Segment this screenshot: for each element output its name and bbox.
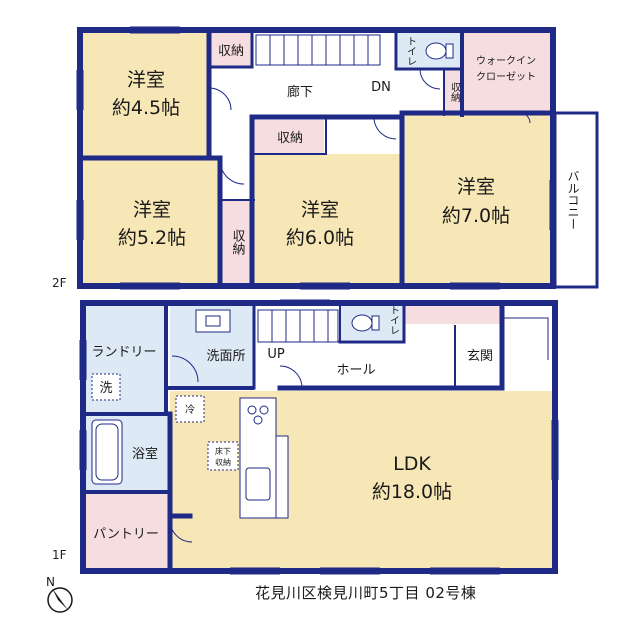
property-caption: 花見川区検見川町5丁目 02号棟 bbox=[255, 584, 477, 602]
floor-label-1f: 1F bbox=[52, 548, 67, 562]
room-western-4-name: 洋室 bbox=[457, 176, 495, 198]
closet-wic-floor bbox=[444, 69, 462, 115]
pantry-label: パントリー bbox=[93, 527, 159, 542]
closet-side-floor bbox=[220, 200, 254, 283]
room-western-5-2-floor bbox=[83, 160, 220, 283]
bathtub-icon bbox=[91, 419, 123, 485]
walkin-closet-label-2: クローゼット bbox=[476, 71, 536, 83]
entrance-label: 玄関 bbox=[467, 349, 493, 364]
closet-top-floor bbox=[209, 33, 252, 67]
balcony-rail bbox=[551, 111, 599, 289]
staircase-2f bbox=[255, 34, 381, 66]
walkin-closet-label-1: ウォークイン bbox=[476, 55, 536, 67]
walls-1f bbox=[80, 300, 558, 574]
toilet-fixture-2f-icon bbox=[425, 42, 454, 60]
compass-icon: N bbox=[46, 575, 73, 613]
down-label: DN bbox=[371, 80, 391, 95]
kitchen-counter bbox=[239, 397, 289, 519]
room-western-2-name: 洋室 bbox=[133, 199, 171, 221]
balcony-label: バルコニー bbox=[566, 170, 580, 230]
balcony-floor bbox=[553, 115, 597, 287]
closet-top-label: 収納 bbox=[218, 44, 244, 59]
washer-label: 洗 bbox=[99, 381, 112, 396]
walkin-closet-floor bbox=[462, 33, 550, 113]
underfloor-label-1: 床下 bbox=[215, 446, 231, 456]
floor-label-2f: 2F bbox=[52, 276, 67, 290]
fridge-label: 冷 bbox=[185, 403, 195, 416]
closet-mid-label: 収納 bbox=[277, 131, 303, 146]
room-western-3-name: 洋室 bbox=[301, 199, 339, 221]
compass-north-label: N bbox=[46, 575, 55, 589]
door-swings-2f bbox=[208, 68, 531, 185]
room-western-6-0-floor bbox=[254, 154, 400, 283]
hallway-label: 廊下 bbox=[287, 84, 313, 100]
hallway-2f-floor bbox=[209, 67, 444, 115]
staircase-1f bbox=[257, 309, 339, 343]
closet-wic-label: 収納 bbox=[449, 82, 461, 103]
door-swings-1f bbox=[169, 317, 549, 543]
laundry-label: ランドリー bbox=[91, 345, 156, 360]
washroom-label: 洗面所 bbox=[206, 349, 245, 364]
ldk-size: 約18.0帖 bbox=[372, 481, 452, 503]
shoe-storage-floor bbox=[404, 306, 500, 324]
room-western-3-size: 約6.0帖 bbox=[286, 227, 354, 249]
underfloor-label-2: 収納 bbox=[215, 457, 231, 467]
closet-side-label: 収納 bbox=[230, 229, 246, 256]
ldk-floor bbox=[280, 391, 552, 568]
fridge-spot-icon bbox=[175, 395, 205, 423]
toilet-fixture-1f-icon bbox=[351, 314, 380, 332]
bath-label: 浴室 bbox=[132, 446, 158, 462]
closet-mid-floor bbox=[254, 120, 324, 154]
hall-label: ホール bbox=[336, 363, 375, 378]
windows-2f bbox=[76, 26, 551, 290]
wash-basin-icon bbox=[195, 309, 231, 333]
pantry-floor bbox=[86, 494, 170, 568]
room-western-7-0-floor bbox=[404, 115, 550, 283]
ldk-name: LDK bbox=[393, 453, 431, 475]
up-label: UP bbox=[267, 347, 285, 362]
toilet-1f-label: トイレ bbox=[388, 305, 400, 335]
room-western-1-name: 洋室 bbox=[127, 69, 165, 91]
washer-spot-icon bbox=[91, 373, 121, 401]
room-western-4-size: 約7.0帖 bbox=[442, 205, 510, 227]
room-western-2-size: 約5.2帖 bbox=[118, 227, 186, 249]
room-western-1-size: 約4.5帖 bbox=[112, 97, 180, 119]
underfloor-storage-icon bbox=[207, 441, 239, 471]
room-western-4-5-floor bbox=[83, 33, 209, 156]
toilet-2f-label: トイレ bbox=[405, 36, 417, 66]
windows-1f bbox=[79, 299, 559, 575]
